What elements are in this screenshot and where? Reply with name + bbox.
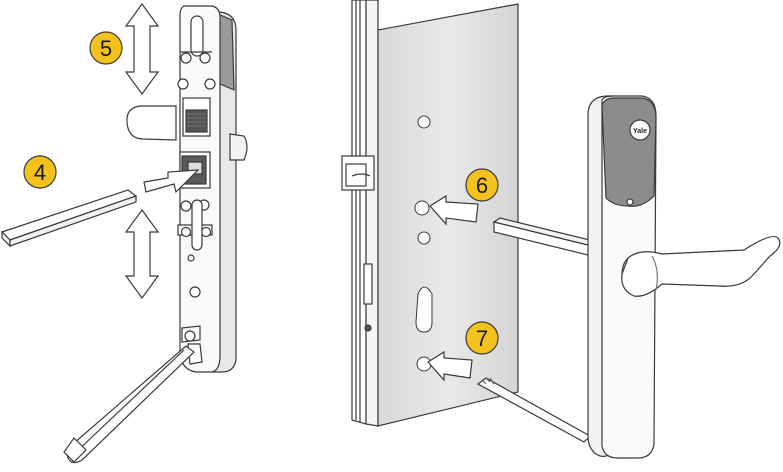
cylinder-cutout (416, 287, 432, 332)
handle-assembly (588, 96, 780, 458)
adjust-arrow-upper (126, 4, 158, 94)
step-label-6: 6 (476, 173, 488, 198)
top-slot (191, 16, 203, 56)
frame-slot (364, 264, 372, 304)
step-badge-6: 6 (466, 169, 498, 201)
step-badge-5: 5 (90, 32, 122, 64)
screw-hole-3 (181, 201, 191, 211)
screw-hole-1 (178, 79, 188, 89)
step-badge-4: 4 (24, 156, 56, 188)
screw-right (478, 378, 590, 442)
step-badge-7: 7 (466, 322, 498, 354)
bottom-slot (192, 200, 202, 250)
step-label-4: 4 (34, 160, 46, 185)
brand-label: Yale (633, 128, 647, 135)
step-label-7: 7 (476, 326, 488, 351)
screwdriver (64, 346, 194, 463)
step-label-5: 5 (100, 36, 112, 61)
door-frame (342, 0, 378, 426)
left-handle-lever (127, 106, 176, 140)
spindle-bar-left (2, 190, 136, 246)
backplate-spindle-boss (230, 134, 247, 160)
screw-hole-2 (205, 79, 215, 89)
handle-cap (602, 98, 656, 206)
adjust-arrow-lower (126, 210, 158, 298)
